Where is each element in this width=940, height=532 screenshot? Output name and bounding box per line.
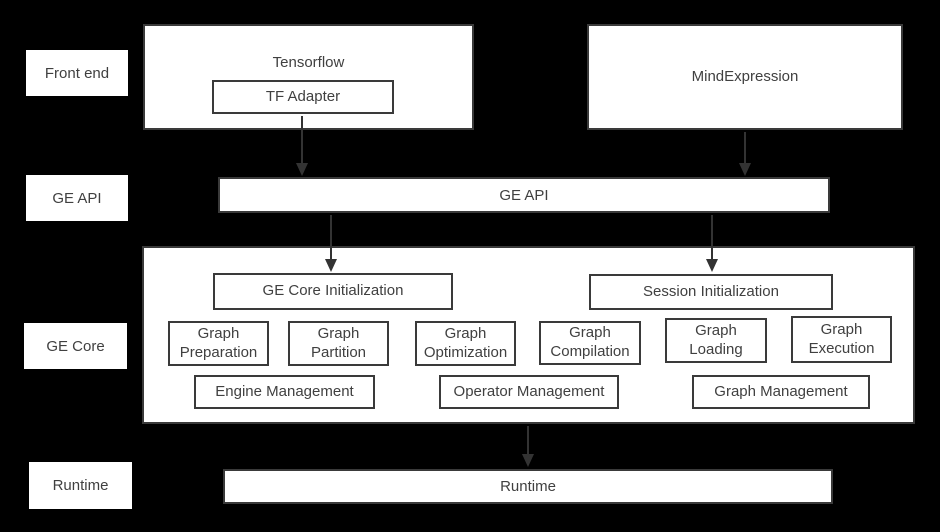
- graph-optimization-box: Graph Optimization: [415, 321, 516, 366]
- runtime-bar: Runtime: [223, 469, 833, 504]
- arrow-ge-core-to-runtime: [522, 426, 534, 467]
- arrow-head-icon: [522, 454, 534, 467]
- arrow-shaft: [711, 215, 713, 259]
- arrow-head-icon: [296, 163, 308, 176]
- engine-management-box: Engine Management: [194, 375, 375, 409]
- operator-management-box: Operator Management: [439, 375, 619, 409]
- arrow-tf-adapter-to-ge-api: [296, 116, 308, 176]
- arrow-head-icon: [739, 163, 751, 176]
- arrow-shaft: [330, 215, 332, 259]
- tensorflow-box: Tensorflow: [143, 24, 474, 130]
- arrow-head-icon: [325, 259, 337, 272]
- graph-compilation-box: Graph Compilation: [539, 321, 641, 365]
- ge-api-bar: GE API: [218, 177, 830, 213]
- graph-preparation-box: Graph Preparation: [168, 321, 269, 366]
- arrow-shaft: [527, 426, 529, 454]
- ge-core-initialization-box: GE Core Initialization: [213, 273, 453, 310]
- session-initialization-box: Session Initialization: [589, 274, 833, 310]
- side-label-ge-api: GE API: [26, 175, 128, 221]
- side-label-ge-core: GE Core: [24, 323, 127, 369]
- mind-expression-box: MindExpression: [587, 24, 903, 130]
- graph-execution-box: Graph Execution: [791, 316, 892, 363]
- side-label-runtime: Runtime: [29, 462, 132, 509]
- tf-adapter-box: TF Adapter: [212, 80, 394, 114]
- arrow-ge-api-to-ge-core-init: [325, 215, 337, 272]
- arrow-head-icon: [706, 259, 718, 272]
- graph-management-box: Graph Management: [692, 375, 870, 409]
- side-label-front-end: Front end: [26, 50, 128, 96]
- arrow-shaft: [301, 116, 303, 163]
- graph-partition-box: Graph Partition: [288, 321, 389, 366]
- arrow-shaft: [744, 132, 746, 163]
- graph-loading-box: Graph Loading: [665, 318, 767, 363]
- arrow-mind-expression-to-ge-api: [739, 132, 751, 176]
- arrow-ge-api-to-session-init: [706, 215, 718, 272]
- tensorflow-title: Tensorflow: [272, 54, 345, 71]
